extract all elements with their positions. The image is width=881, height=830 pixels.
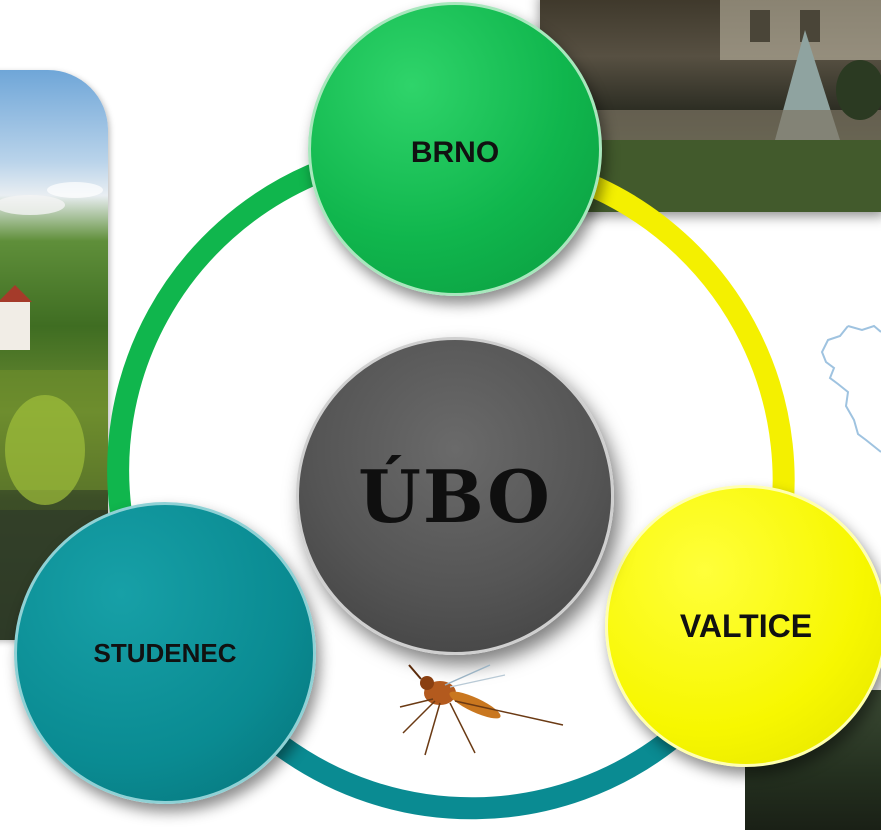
node-brno-label: BRNO — [410, 136, 500, 169]
ring-segment-brno-valtice — [586, 177, 795, 561]
center-node: ÚBO — [296, 337, 614, 655]
mosquito-icon — [399, 664, 564, 756]
building-park-photo — [540, 0, 881, 212]
node-studenec-label: STUDENEC — [93, 637, 237, 668]
ring-segment-studenec-brno — [107, 164, 323, 531]
node-valtice-label: VALTICE — [679, 607, 813, 644]
node-studenec: STUDENEC — [14, 502, 316, 804]
center-node-label: ÚBO — [358, 453, 552, 539]
czech-map-outline-icon — [820, 324, 881, 453]
node-valtice: VALTICE — [605, 485, 881, 767]
ring-segment-valtice-studenec — [269, 729, 681, 820]
node-brno: BRNO — [308, 2, 602, 296]
